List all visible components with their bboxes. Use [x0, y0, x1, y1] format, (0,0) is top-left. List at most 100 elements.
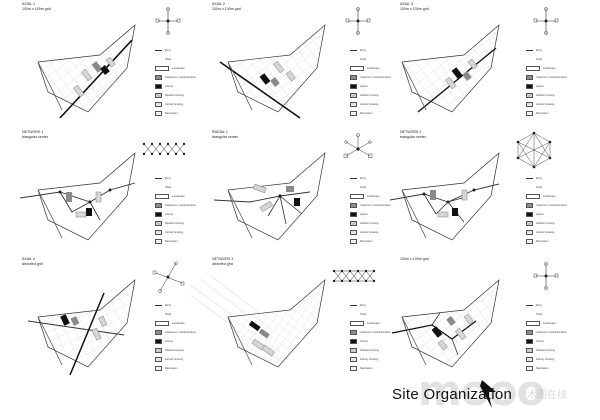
legend-label: Faculty housing	[536, 358, 555, 361]
legend-item: Library	[350, 210, 394, 219]
legend-label: Classroom / administration	[536, 204, 567, 207]
legend: Entry Node Landscape Classroom / adminis…	[155, 46, 199, 118]
legend-label: Node	[360, 186, 367, 189]
legend-item: Entry	[350, 174, 394, 183]
legend-item: Recreation	[526, 109, 570, 118]
legend-item: Classroom / administration	[155, 328, 199, 337]
axial-diagram-icon	[533, 7, 559, 35]
legend-label: Student housing	[165, 94, 184, 97]
legend: Entry Node Landscape Classroom / adminis…	[350, 46, 394, 118]
legend-item: Entry	[350, 46, 394, 55]
panel-title-text: AXIAL 4	[22, 257, 36, 261]
legend-label: Node	[360, 313, 367, 316]
panel-subtitle-text: 100m x 100m grid	[22, 6, 51, 11]
panel-title: AXIAL 3 100m x 100m grid	[400, 2, 429, 11]
legend-label: Entry	[536, 177, 543, 180]
legend-item: Entry	[155, 46, 199, 55]
legend-label: Classroom / administration	[165, 76, 196, 79]
legend-item: Recreation	[526, 237, 570, 246]
site-plan	[37, 24, 136, 119]
legend-label: Classroom / administration	[536, 76, 567, 79]
site-plan	[401, 24, 500, 113]
legend-item: Library	[526, 82, 570, 91]
legend-label: Faculty housing	[360, 231, 379, 234]
legend-label: Landscape	[543, 67, 556, 70]
legend-label: Recreation	[360, 367, 373, 370]
legend-label: Library	[360, 340, 368, 343]
panel-axial-1: AXIAL 1 100m x 100m grid Entry Node Land…	[0, 0, 200, 128]
panel-network-2: NETWORK 2 triangular center Entry Node L…	[378, 128, 578, 256]
legend-item: Recreation	[155, 364, 199, 373]
axial-diagram-icon	[155, 7, 181, 35]
legend-label: Library	[165, 213, 173, 216]
legend-label: Student housing	[360, 222, 379, 225]
panel-radial-1: RADIAL 1 triangular center Entry Node La…	[190, 128, 391, 256]
legend-item: Faculty housing	[155, 355, 199, 364]
legend-label: Recreation	[536, 240, 549, 243]
legend-label: Entry	[536, 49, 543, 52]
legend-item: Faculty housing	[155, 228, 199, 237]
legend-label: Recreation	[165, 367, 178, 370]
legend-label: Library	[536, 340, 544, 343]
legend: Entry Node Landscape Classroom / adminis…	[350, 301, 394, 373]
legend-item: Landscape	[526, 319, 570, 328]
legend-item: Student housing	[350, 346, 394, 355]
network-mesh-icon	[516, 131, 552, 169]
legend-item: Classroom / administration	[526, 201, 570, 210]
panel-subtitle-text: 100m x 100m grid	[212, 6, 241, 11]
legend-item: Landscape	[350, 192, 394, 201]
legend-label: Landscape	[367, 195, 380, 198]
legend-item: Student housing	[155, 91, 199, 100]
legend-label: Faculty housing	[165, 358, 184, 361]
site-plan	[190, 274, 326, 368]
panel-axial-2: AXIAL 2 100m x 100m grid Entry Node Land…	[190, 0, 391, 128]
panel-subtitle-text: distorted grid	[212, 261, 233, 266]
site-plan	[27, 279, 136, 376]
legend-item: Landscape	[526, 192, 570, 201]
legend: Entry Node Landscape Classroom / adminis…	[526, 301, 570, 373]
legend-label: Entry	[165, 49, 172, 52]
legend-item: Student housing	[350, 91, 394, 100]
panel-network-3: NETWORK 3 distorted grid En	[190, 255, 391, 383]
legend-item: Classroom / administration	[350, 201, 394, 210]
legend-item: Entry	[526, 174, 570, 183]
legend: Entry Node Landscape Classroom / adminis…	[155, 301, 199, 373]
legend-item: Faculty housing	[155, 100, 199, 109]
legend-label: Student housing	[536, 222, 555, 225]
legend-label: Student housing	[165, 349, 184, 352]
legend: Entry Node Landscape Classroom / adminis…	[155, 174, 199, 246]
legend-item: Landscape	[526, 64, 570, 73]
legend-item: Library	[350, 337, 394, 346]
panel-title-text: AXIAL 3	[400, 2, 414, 6]
legend-item: Entry	[350, 301, 394, 310]
network-diagram-icon	[332, 269, 376, 283]
legend-item: Entry	[526, 46, 570, 55]
legend-item: Faculty housing	[526, 228, 570, 237]
legend-item: Student housing	[526, 91, 570, 100]
site-plan	[19, 152, 136, 241]
site-plan	[213, 152, 326, 241]
legend-item: Landscape	[155, 64, 199, 73]
panel-title-text: NETWORK 2	[400, 130, 422, 134]
legend-item: Library	[350, 82, 394, 91]
radial-diagram-icon	[343, 133, 373, 158]
distorted-axial-icon	[152, 261, 185, 293]
legend-label: Library	[360, 213, 368, 216]
legend-item: Student housing	[526, 219, 570, 228]
axial-diagram-icon	[533, 262, 559, 290]
legend-label: Recreation	[165, 240, 178, 243]
legend-item: Student housing	[155, 346, 199, 355]
legend-label: Classroom / administration	[165, 331, 196, 334]
legend-label: Faculty housing	[536, 103, 555, 106]
legend-item: Node	[526, 55, 570, 70]
legend-label: Node	[536, 186, 543, 189]
panel-title-text: AXIAL 2	[212, 2, 226, 6]
legend-item: Classroom / administration	[526, 328, 570, 337]
panel-title: AXIAL 4 distorted grid	[22, 257, 43, 266]
site-plan	[391, 279, 500, 368]
legend-item: Recreation	[155, 237, 199, 246]
legend-label: Library	[165, 340, 173, 343]
legend-item: Entry	[155, 301, 199, 310]
legend-item: Node	[526, 183, 570, 198]
legend-label: Entry	[165, 304, 172, 307]
